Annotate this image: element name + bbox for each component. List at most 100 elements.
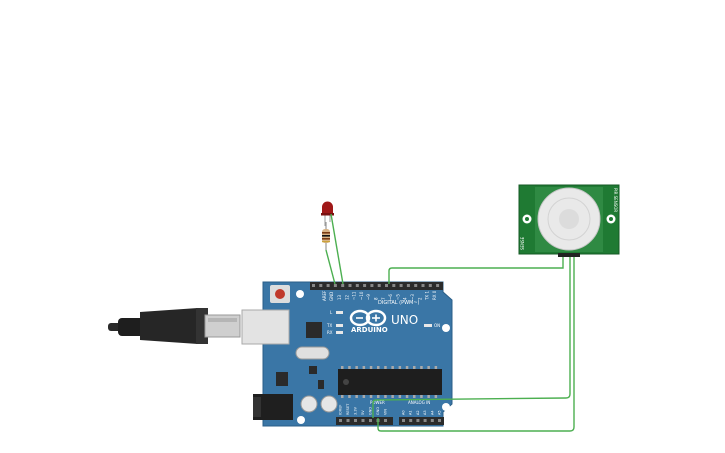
header-pin[interactable] bbox=[346, 419, 350, 422]
analog-header[interactable] bbox=[399, 417, 444, 425]
header-pin[interactable] bbox=[406, 284, 410, 287]
analog-pin-label: A4 bbox=[430, 410, 434, 415]
header-pin[interactable] bbox=[355, 284, 359, 287]
arduino-board[interactable]: ARDUINO UNO DIGITAL (PWM~) AREF GND L TX… bbox=[241, 281, 453, 427]
analog-pin-label: A2 bbox=[416, 410, 420, 415]
header-pin[interactable] bbox=[438, 419, 441, 422]
chip-pin bbox=[398, 395, 402, 398]
chip-notch bbox=[343, 379, 349, 385]
usb-chip bbox=[306, 322, 322, 338]
resistor[interactable] bbox=[322, 222, 330, 250]
chip-pin bbox=[377, 366, 380, 369]
power-pin-label: 3.3V bbox=[354, 406, 358, 415]
brand-label: ARDUINO bbox=[351, 326, 388, 334]
l-led-label: L bbox=[330, 310, 333, 315]
power-pin-label: RESET bbox=[346, 403, 350, 415]
analog-pin-label: A5 bbox=[438, 410, 442, 415]
chip-pin bbox=[377, 395, 380, 398]
chip-pin bbox=[420, 395, 423, 398]
power-pin-label: 5V bbox=[361, 410, 365, 415]
header-pin[interactable] bbox=[421, 284, 425, 287]
header-pin[interactable] bbox=[409, 419, 413, 422]
chip-pin bbox=[391, 366, 394, 369]
power-pin-label: GND bbox=[376, 407, 380, 415]
power-pin-label: IOREF bbox=[339, 405, 343, 415]
rx-led-label: RX bbox=[327, 330, 333, 335]
pir-sensor[interactable]: SENSE PIR SENSOR bbox=[518, 184, 620, 257]
rx-led bbox=[336, 331, 343, 334]
power-pin-label: VIN bbox=[384, 409, 388, 415]
header-pin[interactable] bbox=[339, 419, 342, 422]
wire-sensor-gnd[interactable] bbox=[372, 255, 571, 418]
digital-pin-label: 12 bbox=[344, 294, 349, 300]
digital-pin-label: ~6 bbox=[388, 294, 393, 300]
usb-cable[interactable] bbox=[108, 308, 241, 344]
chip-pin bbox=[362, 395, 366, 398]
sensor-left-label: SENSE bbox=[520, 236, 525, 250]
header-pin[interactable] bbox=[416, 419, 420, 422]
wire-sensor-vcc[interactable] bbox=[377, 255, 575, 432]
header-pin[interactable] bbox=[430, 419, 434, 422]
l-led bbox=[336, 311, 343, 314]
reset-button[interactable] bbox=[270, 285, 290, 303]
header-pin[interactable] bbox=[377, 284, 381, 287]
regulator-pins bbox=[318, 380, 324, 389]
header-pin[interactable] bbox=[385, 284, 388, 287]
power-jack bbox=[253, 397, 261, 417]
chip-pin bbox=[398, 366, 402, 369]
chip-pin bbox=[434, 366, 438, 369]
sensor-header[interactable] bbox=[558, 253, 580, 257]
digital-pin-label: TX 1 bbox=[425, 291, 430, 301]
tx-led bbox=[336, 324, 343, 327]
header-pin[interactable] bbox=[354, 419, 357, 422]
chip-pin bbox=[341, 366, 344, 369]
regulator bbox=[309, 366, 317, 374]
header-pin[interactable] bbox=[361, 419, 365, 422]
header-pin[interactable] bbox=[428, 284, 432, 287]
mounting-hole bbox=[297, 416, 305, 424]
wire-led-cathode[interactable] bbox=[325, 249, 336, 285]
header-pin[interactable] bbox=[319, 284, 323, 287]
chip-pin bbox=[384, 395, 387, 398]
header-pin[interactable] bbox=[402, 419, 405, 422]
power-header-label: POWER bbox=[370, 400, 385, 405]
arduino-logo-icon bbox=[349, 309, 387, 327]
chip-pin bbox=[413, 395, 416, 398]
header-pin[interactable] bbox=[392, 284, 396, 287]
header-pin[interactable] bbox=[399, 284, 403, 287]
digital-pin-label: ~10 bbox=[359, 291, 364, 300]
wires[interactable] bbox=[325, 213, 575, 432]
header-pin[interactable] bbox=[423, 419, 427, 422]
mounting-hole bbox=[442, 403, 450, 411]
chip-pin bbox=[355, 366, 358, 369]
header-pin[interactable] bbox=[369, 419, 372, 422]
power-led bbox=[424, 324, 432, 327]
header-pin[interactable] bbox=[370, 284, 374, 287]
digital-label: DIGITAL (PWM~) bbox=[378, 300, 420, 306]
digital-header[interactable] bbox=[310, 282, 443, 290]
digital-pin-label: 8 bbox=[374, 297, 379, 300]
capacitor bbox=[300, 395, 318, 413]
digital-pin-label: RX 0 bbox=[432, 290, 437, 300]
model-label: UNO bbox=[391, 313, 418, 327]
header-pin[interactable] bbox=[414, 284, 418, 287]
digital-pin-label: ~3 bbox=[410, 294, 415, 300]
header-pin[interactable] bbox=[348, 284, 352, 287]
header-pin[interactable] bbox=[436, 284, 440, 287]
wire-sensor-out[interactable] bbox=[388, 255, 564, 284]
header-pin[interactable] bbox=[333, 284, 337, 287]
chip-pin bbox=[413, 366, 416, 369]
mounting-hole bbox=[525, 217, 529, 221]
red-led[interactable] bbox=[321, 201, 334, 227]
header-pin[interactable] bbox=[363, 284, 367, 287]
header-pin[interactable] bbox=[384, 419, 387, 422]
chip-pin bbox=[405, 395, 409, 398]
digital-pin-label: 4 bbox=[403, 297, 408, 300]
digital-pin-label: 2 bbox=[417, 297, 422, 300]
header-pin[interactable] bbox=[326, 284, 330, 287]
chip-pin bbox=[355, 395, 358, 398]
header-pin[interactable] bbox=[341, 284, 345, 287]
header-pin[interactable] bbox=[312, 284, 315, 287]
wire-led-anode[interactable] bbox=[330, 213, 344, 285]
